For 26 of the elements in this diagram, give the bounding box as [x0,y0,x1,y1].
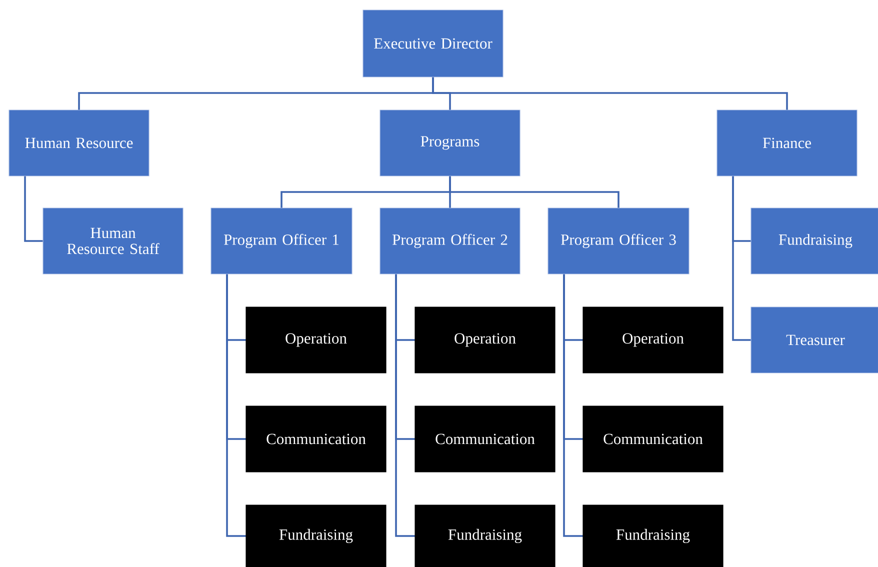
task-box: Operation [582,306,724,374]
task-box: Fundraising [246,504,386,567]
connector-line [432,77,788,110]
role-box: Program Officer 1 [210,208,352,274]
task-box: Communication [246,406,386,472]
role-box: Human Resource [8,110,150,176]
connector-line [732,176,753,341]
task-box: Communication [414,406,556,472]
role-box: Fundraising [750,208,878,274]
connector-line [563,274,585,537]
role-box: Finance [716,110,858,176]
role-box: Human Resource Staff [42,208,184,274]
task-box: Operation [246,306,386,374]
task-box: Operation [414,306,556,374]
connector-line [24,176,45,242]
connector-line [395,274,417,537]
task-box: Communication [582,406,724,472]
connector-line [449,176,620,208]
task-box: Fundraising [582,504,724,567]
role-box: Programs [380,110,520,176]
role-box: Treasurer [750,306,878,374]
role-box: Executive Director [362,10,504,78]
connector-line [226,274,248,537]
task-box: Fundraising [414,504,556,567]
role-box: Program Officer 2 [380,208,520,274]
role-box: Program Officer 3 [548,208,690,274]
